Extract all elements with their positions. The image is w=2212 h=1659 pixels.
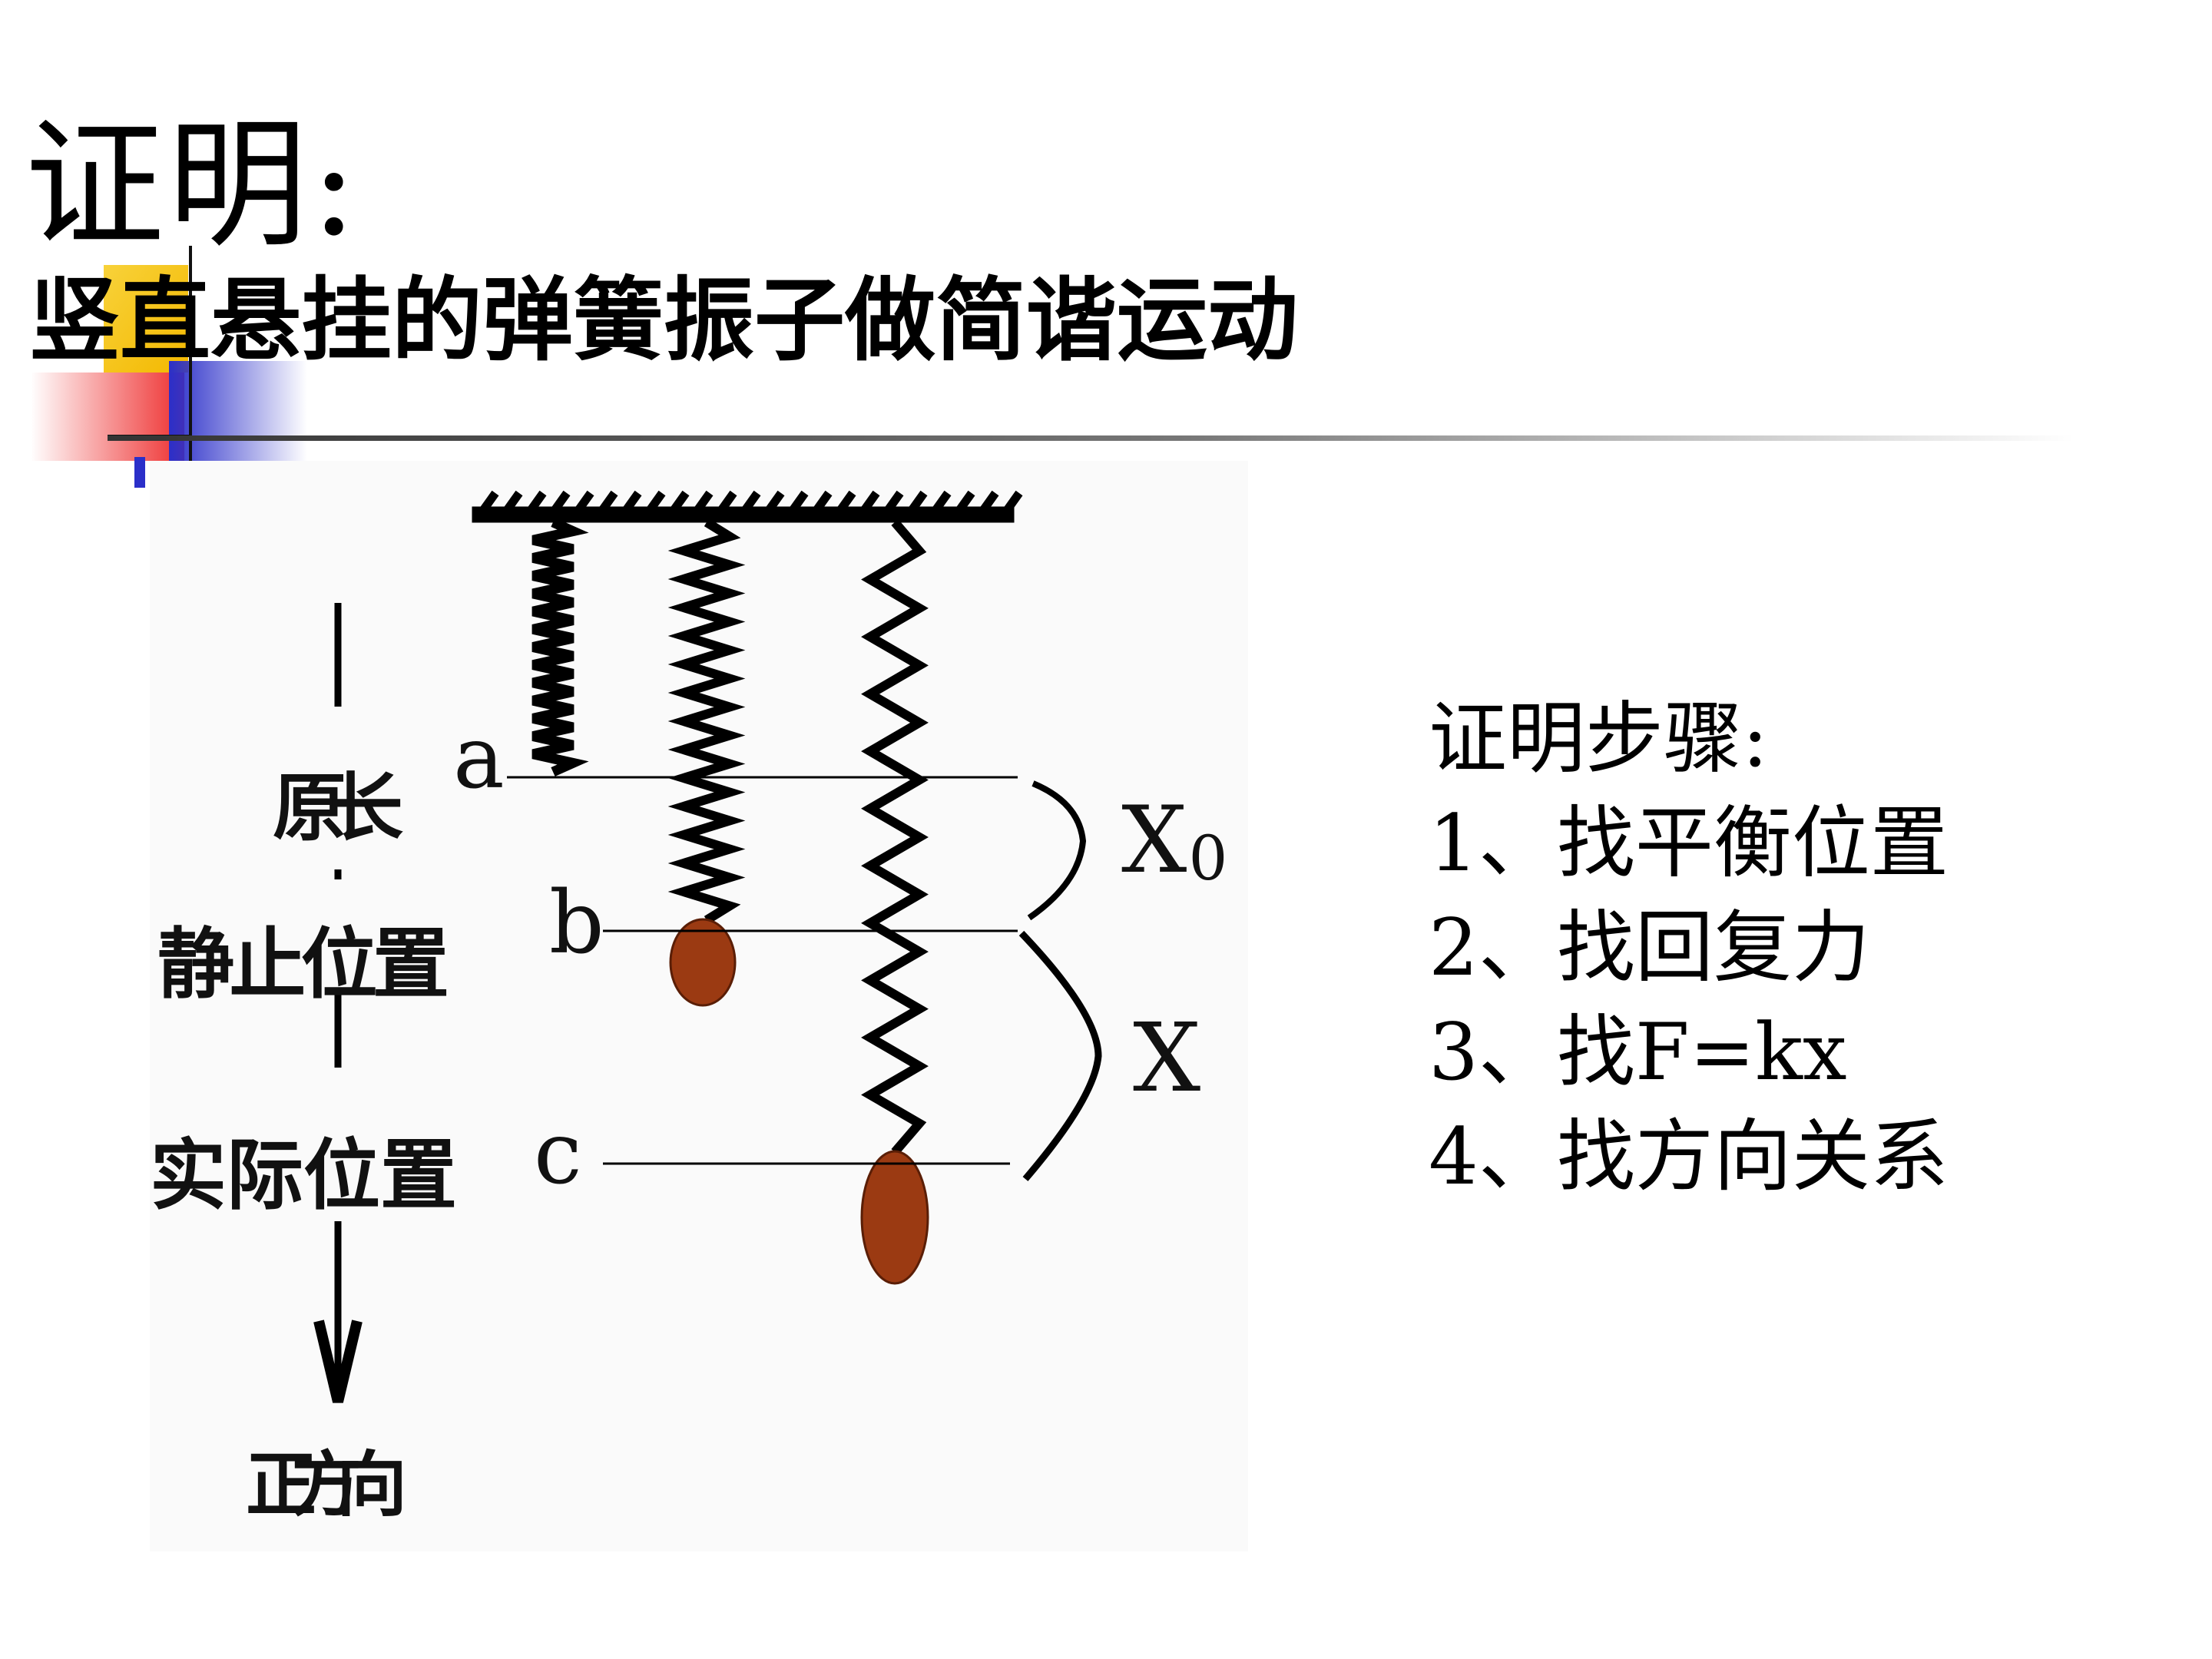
ceiling-hatch-mark	[690, 490, 714, 518]
ceiling-support	[472, 490, 1023, 523]
step-item-3: 3、找F=kx	[1429, 1007, 1847, 1098]
ceiling-hatch-mark	[524, 490, 547, 518]
ceiling-hatch-mark	[667, 490, 690, 518]
bob-actual	[860, 1150, 929, 1285]
brace-x	[1018, 930, 1102, 1181]
ceiling-hatch-mark	[762, 490, 785, 518]
ceiling-hatch-mark	[500, 490, 523, 518]
label-point-a: a	[453, 708, 505, 808]
page-subtitle: 竖直悬挂的弹簧振子做简谐运动	[29, 267, 1299, 373]
label-actual-position: 实际位置	[150, 1130, 457, 1220]
deco-red-square	[31, 373, 184, 461]
label-x: X	[1133, 1003, 1200, 1114]
spring-actual-position	[861, 519, 929, 1155]
direction-arrow	[313, 603, 363, 1403]
ceiling-hatch-mark	[643, 490, 666, 518]
spring-diagram: 原长 静止位置 实际位置 正方向 a b c X0 X	[150, 461, 1248, 1551]
ceiling-hatch-mark	[857, 490, 880, 518]
ceiling-hatch-mark	[548, 490, 571, 518]
step-item-4: 4、找方向关系	[1429, 1111, 1949, 1203]
ceiling-hatch-mark	[476, 490, 499, 518]
ceiling-hatch-mark	[619, 490, 642, 518]
proof-steps: 证明步骤: 1、找平衡位置 2、找回复力 3、找F=kx 4、找方向关系	[1429, 687, 1949, 1210]
spring-rest-position	[667, 518, 746, 925]
ceiling-hatch-mark	[881, 490, 904, 518]
ceiling-hatch-mark	[810, 490, 833, 518]
brace-x0	[1027, 780, 1087, 921]
ceiling-hatch-mark	[905, 490, 928, 518]
label-natural-length: 原长	[273, 764, 403, 851]
ceiling-hatch-mark	[833, 490, 856, 518]
ceiling-hatch-mark	[738, 490, 761, 518]
steps-title: 证明步骤:	[1429, 694, 1769, 785]
deco-small-blue-bar	[134, 457, 145, 488]
label-direction: 正方向	[246, 1443, 407, 1526]
label-rest-position: 静止位置	[157, 919, 449, 1009]
label-point-b: b	[549, 873, 604, 973]
label-x0: X0	[1121, 787, 1227, 894]
ceiling-hatch-mark	[786, 490, 809, 518]
ceiling-hatch-mark	[929, 490, 952, 518]
ceiling-hatch-mark	[1000, 490, 1023, 518]
ceiling-hatch-mark	[595, 490, 618, 518]
spring-natural-length	[531, 518, 589, 777]
deco-yellow-square	[104, 265, 188, 373]
ceiling-hatch-mark	[976, 490, 999, 518]
label-x0-subscript: 0	[1188, 823, 1227, 894]
ceiling-hatch-mark	[714, 490, 737, 518]
ceiling-hatch-mark	[571, 490, 594, 518]
page-title: 证明:	[25, 104, 361, 267]
step-item-2: 2、找回复力	[1429, 902, 1870, 994]
step-item-1: 1、找平衡位置	[1429, 798, 1949, 889]
title-decoration	[31, 246, 2074, 488]
label-point-c: c	[534, 1104, 582, 1204]
bob-rest	[669, 918, 737, 1007]
label-x0-main: X	[1121, 787, 1187, 894]
ceiling-hatch-mark	[952, 490, 975, 518]
title-divider-line	[108, 435, 2074, 441]
